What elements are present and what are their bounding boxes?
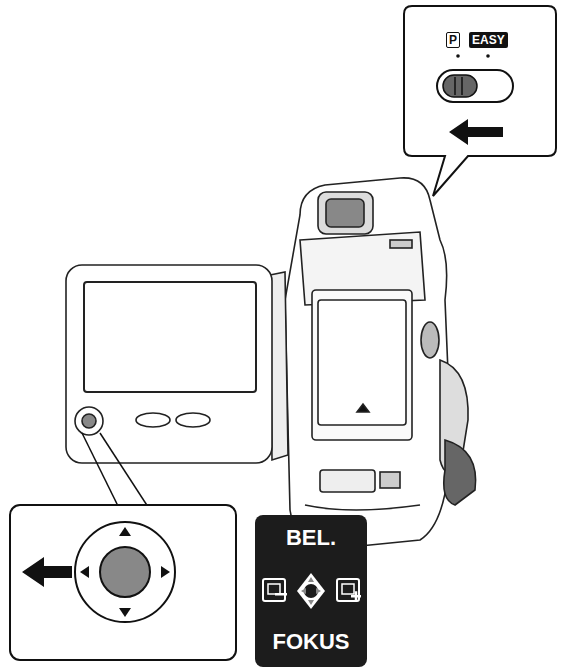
mode-switch	[437, 70, 513, 102]
mode-label-box: P	[446, 32, 460, 48]
mode-label: BEL.	[255, 525, 367, 551]
joystick-ring	[75, 522, 175, 622]
mode-label: FOKUS	[255, 629, 367, 655]
mode-label-box: EASY	[469, 32, 508, 48]
joystick-center	[100, 547, 150, 597]
direction-arrow	[449, 119, 503, 145]
switch-dot	[456, 54, 460, 58]
joystick-arrows	[80, 527, 170, 617]
callout-balloon	[404, 6, 556, 196]
mode-label: P	[449, 33, 457, 47]
switch-knob	[443, 75, 477, 97]
mode-label: EASY	[472, 33, 505, 47]
leader-line	[82, 433, 120, 510]
direction-arrow	[22, 557, 72, 587]
camcorder-body	[285, 178, 476, 548]
leader-line	[100, 433, 150, 510]
lcd-panel	[66, 265, 288, 463]
callout-balloon	[10, 505, 236, 660]
switch-dot	[486, 54, 490, 58]
icon-panel: BEL. FOKUS	[255, 515, 367, 667]
